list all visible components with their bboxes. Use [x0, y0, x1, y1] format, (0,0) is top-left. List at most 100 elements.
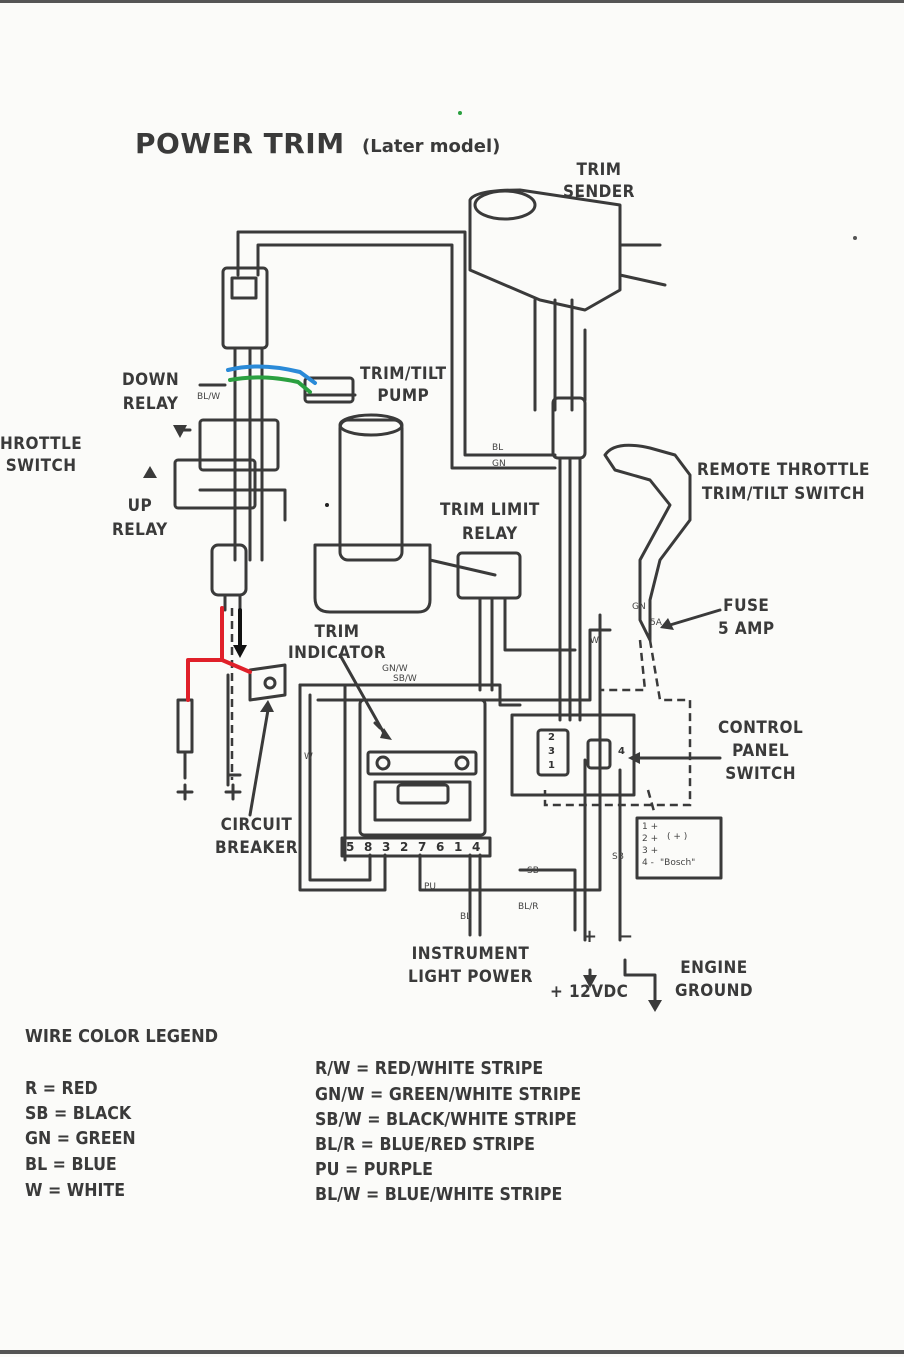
bosch-label: "Bosch" — [660, 858, 696, 868]
green-wire — [228, 375, 312, 394]
plus-battery: + — [582, 926, 598, 947]
sender-harness — [558, 456, 582, 722]
blue-wire — [226, 364, 317, 385]
sender-grommet — [551, 396, 587, 460]
wire-code-blr: BL/R — [518, 902, 539, 912]
indicator-pin-7: 7 — [418, 840, 427, 854]
black-wire-arrow — [233, 645, 247, 658]
green-dot — [458, 111, 462, 115]
legend-item: BL/W = BLUE/WHITE STRIPE — [315, 1184, 563, 1205]
indicator-pin-6: 6 — [436, 840, 445, 854]
wire-code-bl-2: BL — [460, 912, 472, 922]
red-wire-to-breaker — [220, 658, 252, 674]
legend-item: BL = BLUE — [25, 1154, 117, 1175]
bosch-row-1: 1 + — [642, 822, 659, 832]
wire-top-loop-inner — [256, 243, 557, 470]
legend-item: GN/W = GREEN/WHITE STRIPE — [315, 1084, 582, 1105]
legend-item: PU = PURPLE — [315, 1159, 433, 1180]
dashed-remote-wire-a — [543, 639, 692, 807]
bosch-row-2: 2 + — [642, 834, 659, 844]
trim-indicator-body — [358, 698, 487, 837]
page-top-rule — [0, 0, 904, 3]
relay-connector — [221, 266, 269, 350]
legend-item: R/W = RED/WHITE STRIPE — [315, 1058, 544, 1079]
indicator-pin-4: 4 — [472, 840, 481, 854]
indicator-pointer — [338, 653, 387, 737]
legend-heading: WIRE COLOR LEGEND — [25, 1026, 219, 1047]
diagram-subtitle: (Later model) — [362, 136, 501, 157]
legend-item: GN = GREEN — [25, 1128, 136, 1149]
pump-dot — [325, 503, 329, 507]
wire-code-5a: 5A — [650, 618, 662, 628]
down-relay-body — [198, 418, 280, 472]
indicator-terminal-strip — [340, 836, 492, 858]
wire-code-w-2: W — [304, 752, 313, 762]
indicator-pin-5: 5 — [346, 840, 355, 854]
indicator-pin-1: 1 — [454, 840, 463, 854]
indicator-pin-3: 3 — [382, 840, 391, 854]
battery-leads — [583, 758, 622, 942]
trim-limit-relay-body — [456, 551, 522, 600]
minus-battery: − — [618, 926, 634, 947]
red-wire — [186, 606, 224, 702]
wire-code-pu: PU — [424, 882, 437, 892]
relay-harness — [233, 346, 264, 562]
switch-pin-1: 1 — [548, 760, 555, 771]
legend-item: SB/W = BLACK/WHITE STRIPE — [315, 1109, 577, 1130]
page-bottom-rule — [0, 1350, 904, 1354]
switch-pin-4: 4 — [618, 746, 625, 757]
legend-item: BL/R = BLUE/RED STRIPE — [315, 1134, 535, 1155]
switch-pin-2: 2 — [548, 732, 555, 743]
throttle-handle — [603, 443, 692, 642]
bosch-note: ( + ) — [667, 832, 688, 842]
legend-item: SB = BLACK — [25, 1103, 132, 1124]
harness-grommet — [210, 543, 248, 597]
indicator-pin-8: 8 — [364, 840, 373, 854]
wire-code-blw: BL/W — [197, 392, 221, 402]
wire-code-sb-2: SB — [612, 852, 624, 862]
switch-pin-3: 3 — [548, 746, 555, 757]
wire-code-gn: GN — [492, 459, 506, 469]
wire-code-sbw: SB/W — [393, 674, 417, 684]
pump-reservoir — [313, 543, 432, 614]
legend-item: W = WHITE — [25, 1180, 126, 1201]
trim-sender-housing — [468, 188, 622, 312]
bosch-row-4: 4 - — [642, 858, 654, 868]
fuse-pointer — [668, 608, 722, 627]
wire-gnw — [298, 683, 522, 707]
bosch-box — [635, 816, 723, 880]
sender-leads — [533, 298, 574, 412]
breaker-pointer — [248, 708, 270, 817]
instrument-light-lead — [468, 853, 482, 937]
control-panel-box — [510, 713, 636, 797]
wire-code-gn-2: GN — [632, 602, 646, 612]
wire-code-w: W — [590, 636, 599, 646]
relay-connector-pin — [230, 276, 258, 300]
fuse-holder — [176, 698, 194, 754]
indicator-pin-2: 2 — [400, 840, 409, 854]
circuit-breaker-body — [248, 663, 287, 702]
bosch-row-3: 3 + — [642, 846, 659, 856]
dashed-remote-wire-b — [600, 639, 647, 692]
wire-code-sb: SB — [527, 866, 539, 876]
pump-motor — [338, 418, 404, 562]
wire-code-gnw: GN/W — [382, 664, 408, 674]
up-relay-body — [173, 458, 257, 510]
diagram-title: POWER TRIM — [135, 127, 345, 160]
edge-dot — [853, 236, 857, 240]
wire-top-loop — [236, 230, 557, 457]
